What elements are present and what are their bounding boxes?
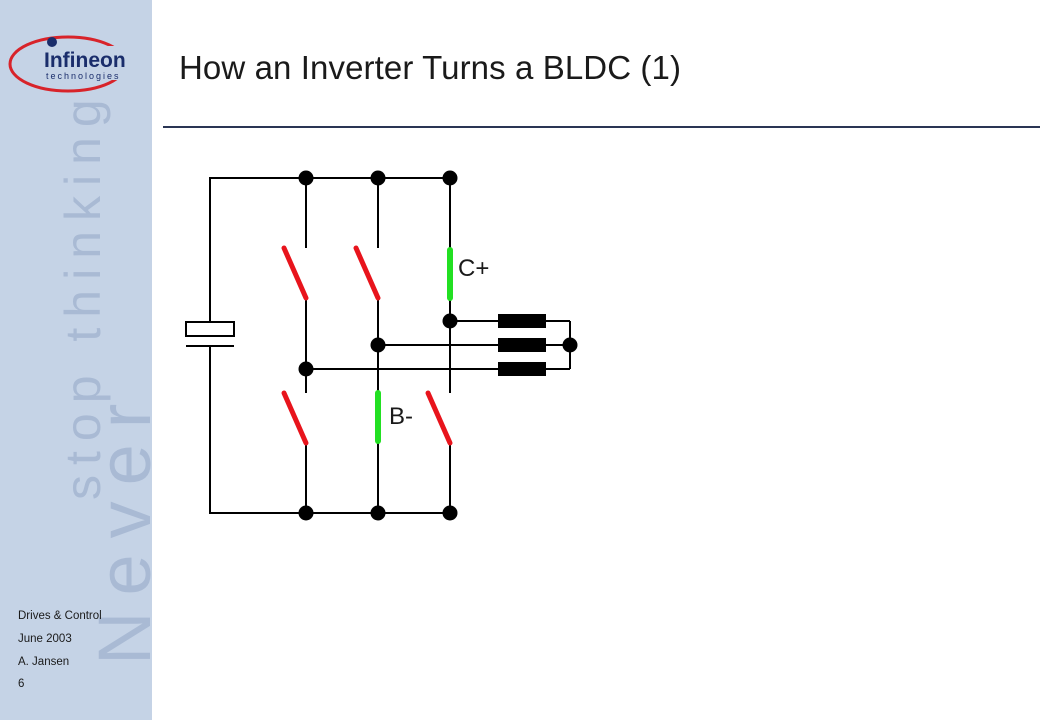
dc-link-capacitor-plate [185, 321, 235, 337]
node-phase-b [370, 337, 386, 353]
infineon-logo: Infineon technologies [8, 35, 136, 93]
dc-bus-top-wire [209, 177, 450, 323]
slide-title: How an Inverter Turns a BLDC (1) [179, 49, 682, 86]
tagline-stop-thinking: stop thinking [55, 89, 111, 500]
label-c-plus: C+ [458, 255, 489, 282]
node-bottom-c [442, 505, 458, 521]
footer-page-number: 6 [18, 678, 25, 690]
title-underline [163, 126, 1040, 128]
node-bottom-b [370, 505, 386, 521]
footer-author: A. Jansen [18, 656, 70, 668]
sidebar: Never stop thinking Infineon technologie… [0, 0, 152, 720]
tagline-never: Never [83, 388, 152, 665]
winding-b [498, 338, 546, 352]
node-top-a [298, 170, 314, 186]
circuit-wires [209, 177, 571, 514]
footer-date: June 2003 [18, 633, 72, 645]
node-phase-c [442, 313, 458, 329]
switch-b-plus-open [353, 245, 381, 301]
node-star-point [562, 337, 578, 353]
switch-a-plus-open [281, 245, 309, 301]
winding-a [498, 362, 546, 376]
node-top-c [442, 170, 458, 186]
logo-subtext: technologies [46, 71, 121, 81]
node-phase-a [298, 361, 314, 377]
logo-wordmark: Infineon [44, 49, 126, 72]
tagline-watermark: Never stop thinking [55, 89, 152, 665]
node-top-b [370, 170, 386, 186]
switch-c-minus-open [425, 390, 453, 446]
dc-bus-bottom-wire [209, 346, 450, 514]
node-bottom-a [298, 505, 314, 521]
label-b-minus: B- [389, 403, 413, 430]
footer-department: Drives & Control [18, 610, 102, 622]
winding-c [498, 314, 546, 328]
switch-a-minus-open [281, 390, 309, 446]
